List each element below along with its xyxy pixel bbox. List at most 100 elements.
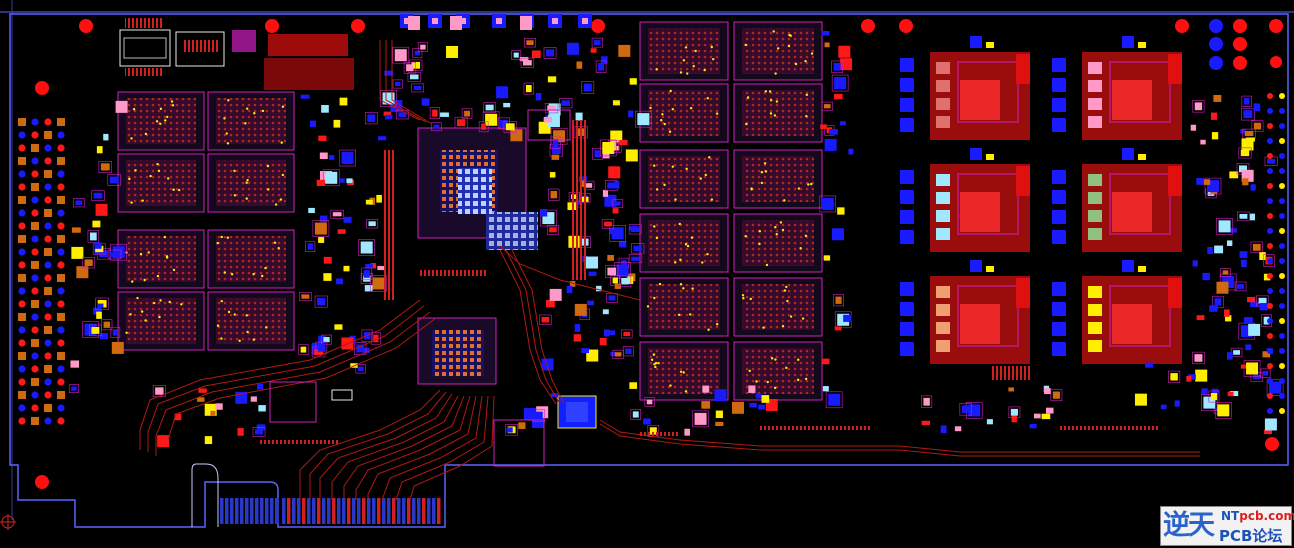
smd-component [535,92,542,101]
gold-finger [255,498,259,524]
via [701,261,704,264]
via [156,274,160,278]
silkscreen-outline [503,120,517,133]
gold-finger [307,498,311,524]
smd-component [71,246,84,259]
silkscreen-outline [1216,218,1233,235]
smd-component [823,104,831,109]
via [715,112,719,115]
smd-component [587,300,595,306]
pad-round [57,222,65,230]
via [768,90,772,93]
power-cap [1052,98,1066,112]
via [674,198,677,201]
smd-component [365,199,373,205]
silkscreen-outline [618,275,632,287]
smd-component [731,401,744,414]
power-pad [1112,192,1152,232]
smd-component [552,138,559,147]
smd-component [70,360,80,368]
via [689,313,692,316]
smd-component [464,110,471,117]
pad-round [31,209,39,217]
silkscreen-outline [412,48,423,58]
via [746,96,750,99]
via [245,314,248,317]
silkscreen-outline [1263,254,1275,267]
power-pad-small [986,154,994,160]
pad-round [31,248,39,256]
silkscreen-outline [505,424,518,436]
smd-component [625,348,632,354]
via [770,357,774,360]
via [125,331,128,334]
via [805,114,808,118]
via [703,68,706,72]
smd-component [1263,316,1270,325]
smd-component [603,329,610,337]
power-inductor-pad [1088,210,1102,222]
gold-finger [225,498,229,524]
via [796,378,800,382]
top-passive-components [400,14,592,30]
smd-component [522,60,532,66]
memory-chip-balls [126,236,196,282]
via [774,358,777,361]
smd-component [1029,423,1037,429]
smd-component [545,299,555,308]
smd-component [394,49,407,62]
smd-component [534,411,543,420]
smd-component [1214,245,1224,254]
smd-component [549,227,557,233]
via [661,113,664,116]
smd-component [103,133,109,141]
smd-component [1218,220,1231,233]
pad-round [18,248,26,256]
silkscreen-outline [299,292,312,302]
smd-component [92,220,101,228]
via [706,252,709,256]
pad-round [1279,288,1285,294]
smd-component [602,309,609,315]
power-cap [970,36,982,48]
silkscreen-outline [540,209,557,227]
via [252,338,255,341]
silkscreen-outline [523,82,534,95]
via [748,369,751,373]
memory-chip-balls [742,90,814,136]
pad-round [1279,258,1285,264]
pad-square [18,157,26,165]
smd-component [834,77,847,90]
via [261,109,265,113]
via [762,326,765,329]
smd-component [93,307,102,315]
smd-component [643,418,651,425]
smd-component [1210,392,1218,401]
gold-finger [327,498,331,524]
pad-round [57,261,65,269]
via [763,162,767,165]
pad-round [57,209,65,217]
smd-component [250,396,257,402]
silkscreen-outline [1260,368,1271,378]
pad-square [44,365,52,373]
smd-component [1192,260,1198,267]
smd-component [1222,270,1229,275]
via [772,30,775,33]
smd-component [1207,246,1213,255]
silkscreen-outline [825,391,843,409]
pad-square [57,313,65,321]
via [245,181,248,185]
smd-component [1045,407,1054,414]
pad-round [1267,408,1273,414]
pad-square [31,183,39,191]
silkscreen-outline [478,121,489,133]
smd-component [574,323,581,332]
via [267,188,270,191]
smd-component [115,100,128,113]
power-cap [1052,210,1066,224]
smd-component [328,155,335,160]
smd-component [1262,370,1269,376]
via [744,43,747,47]
smd-component [607,254,615,261]
